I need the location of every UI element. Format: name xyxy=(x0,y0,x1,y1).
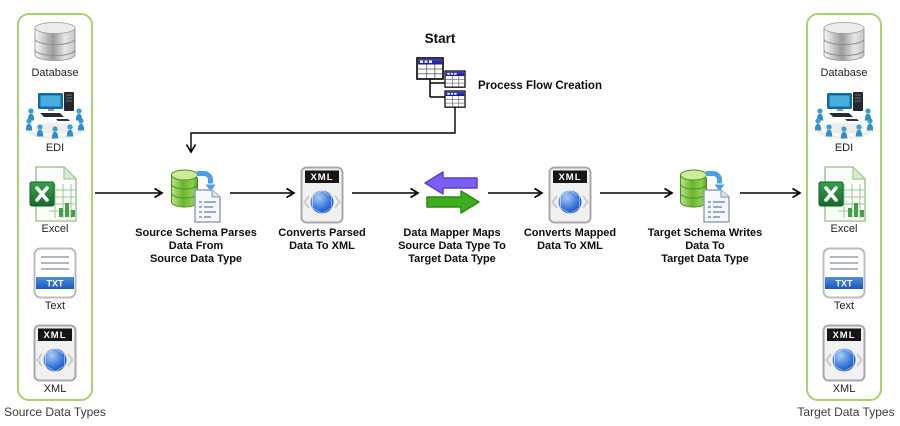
target-panel: Database EDI xyxy=(806,13,882,401)
panel-item-edi: EDI xyxy=(815,91,873,154)
source-panel: Database EDI xyxy=(17,13,93,401)
panel-item-label: Database xyxy=(820,67,868,79)
xml-badge: XML xyxy=(558,172,581,183)
edi-icon xyxy=(26,92,84,139)
excel-icon xyxy=(818,166,867,222)
panel-item-label: EDI xyxy=(834,142,854,154)
step-label: Converts Mapped Data To XML xyxy=(523,227,617,252)
source-panel-title: Source Data Types xyxy=(4,405,106,419)
panel-item-label: EDI xyxy=(45,142,65,154)
panel-item-label: XML xyxy=(43,383,67,395)
panel-item-text: TXT Text xyxy=(33,247,77,312)
panel-item-excel: Excel xyxy=(29,166,81,235)
database-icon xyxy=(34,22,76,61)
step-source-schema: Source Schema Parses Data From Source Da… xyxy=(111,162,281,266)
panel-item-label: Database xyxy=(31,67,79,79)
process-flow-creation-label: Process Flow Creation xyxy=(478,80,602,92)
txt-badge: TXT xyxy=(836,279,854,289)
txt-badge: TXT xyxy=(47,279,65,289)
step-label: Target Schema Writes Data To Target Data… xyxy=(647,227,763,265)
target-panel-title: Target Data Types xyxy=(797,405,895,419)
panel-item-xml: XML XML xyxy=(822,324,866,395)
step-convert-mapped-xml: XML Converts Mapped Data To XML xyxy=(485,162,655,253)
source-schema-icon xyxy=(171,169,221,223)
xml-badge: XML xyxy=(832,330,855,341)
panel-item-excel: Excel xyxy=(818,166,870,235)
start-label: Start xyxy=(424,31,456,46)
database-icon xyxy=(823,22,865,61)
xml-convert-icon: XML xyxy=(300,166,344,224)
edi-icon xyxy=(815,92,873,139)
excel-icon xyxy=(29,166,78,222)
panel-item-database: Database xyxy=(31,20,79,79)
xml-badge: XML xyxy=(310,172,333,183)
panel-item-database: Database xyxy=(820,20,868,79)
step-label: Converts Parsed Data To XML xyxy=(278,227,366,252)
target-schema-icon xyxy=(680,169,730,223)
text-file-icon: TXT xyxy=(33,247,77,299)
xml-badge: XML xyxy=(43,330,66,341)
panel-item-label: Text xyxy=(44,300,66,312)
panel-item-label: XML xyxy=(832,383,856,395)
xml-convert-icon: XML xyxy=(548,166,592,224)
panel-item-edi: EDI xyxy=(26,91,84,154)
step-data-mapper: Data Mapper Maps Source Data Type To Tar… xyxy=(367,162,537,266)
xml-file-icon: XML xyxy=(822,324,866,382)
process-flow-icon xyxy=(416,57,466,108)
panel-item-label: Excel xyxy=(830,223,858,235)
panel-item-label: Text xyxy=(833,300,855,312)
step-target-schema: Target Schema Writes Data To Target Data… xyxy=(620,162,790,266)
step-label: Data Mapper Maps Source Data Type To Tar… xyxy=(398,227,506,265)
panel-item-xml: XML XML xyxy=(33,324,77,395)
panel-item-text: TXT Text xyxy=(822,247,866,312)
data-mapper-icon xyxy=(424,171,480,214)
step-label: Source Schema Parses Data From Source Da… xyxy=(135,227,257,265)
step-convert-parsed-xml: XML Converts Parsed Data To XML xyxy=(237,162,407,253)
panel-item-label: Excel xyxy=(41,223,69,235)
xml-file-icon: XML xyxy=(33,324,77,382)
text-file-icon: TXT xyxy=(822,247,866,299)
